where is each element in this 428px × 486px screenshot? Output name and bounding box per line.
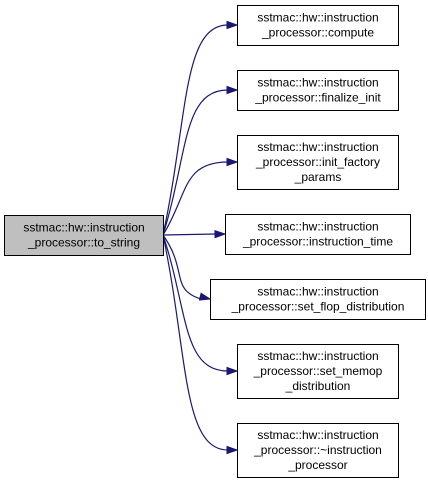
node-callee-6-label-line: sstmac::hw::instruction: [257, 349, 378, 363]
call-edge: [162, 234, 229, 451]
arrowhead: [226, 366, 239, 376]
arrowhead: [226, 20, 239, 30]
function-nodes: sstmac::hw::instruction_processor::to_st…: [4, 5, 426, 478]
node-callee-3-label-line: _params: [294, 170, 342, 184]
arrowhead: [198, 292, 212, 301]
node-callee-7-label-line: sstmac::hw::instruction: [257, 428, 378, 442]
node-callee-6-label-line: _distribution: [285, 379, 351, 393]
call-edges: [162, 20, 239, 455]
arrowhead: [226, 445, 239, 455]
call-edge: [162, 24, 229, 236]
node-callee-3-label-line: sstmac::hw::instruction: [257, 140, 378, 154]
node-to-string-label-line: sstmac::hw::instruction: [23, 221, 144, 235]
node-callee-3-box[interactable]: [237, 135, 399, 190]
node-callee-2-box[interactable]: [237, 70, 399, 111]
node-callee-2-label-line: sstmac::hw::instruction: [257, 76, 378, 90]
node-callee-6[interactable]: sstmac::hw::instruction_processor::set_m…: [237, 344, 399, 399]
node-callee-1[interactable]: sstmac::hw::instruction_processor::compu…: [237, 5, 399, 46]
call-edge: [162, 89, 229, 236]
arrowhead: [226, 85, 239, 95]
node-callee-5-label-line: _processor::set_flop_distribution: [231, 300, 405, 314]
arrowhead: [226, 157, 239, 167]
node-callee-7[interactable]: sstmac::hw::instruction_processor::~inst…: [237, 423, 399, 478]
node-callee-4[interactable]: sstmac::hw::instruction_processor::instr…: [225, 214, 411, 255]
call-edge: [162, 233, 217, 236]
node-callee-2[interactable]: sstmac::hw::instruction_processor::final…: [237, 70, 399, 111]
node-callee-1-box[interactable]: [237, 5, 399, 46]
node-callee-1-label-line: sstmac::hw::instruction: [257, 11, 378, 25]
node-to-string-box[interactable]: [4, 215, 164, 256]
node-callee-7-label-line: _processor::~instruction: [253, 443, 382, 457]
node-callee-4-label-line: _processor::instruction_time: [242, 235, 393, 249]
node-callee-7-box[interactable]: [237, 423, 399, 478]
node-callee-5-label-line: sstmac::hw::instruction: [257, 285, 378, 299]
node-callee-4-label-line: sstmac::hw::instruction: [257, 220, 378, 234]
node-callee-5[interactable]: sstmac::hw::instruction_processor::set_f…: [210, 279, 426, 320]
node-callee-3[interactable]: sstmac::hw::instruction_processor::init_…: [237, 135, 399, 190]
node-callee-2-label-line: _processor::finalize_init: [254, 91, 381, 105]
node-callee-4-box[interactable]: [225, 214, 411, 255]
arrowhead: [214, 229, 227, 239]
call-edge: [162, 234, 229, 372]
node-callee-6-box[interactable]: [237, 344, 399, 399]
node-callee-5-box[interactable]: [210, 279, 426, 320]
node-callee-7-label-line: _processor: [287, 458, 347, 472]
call-edge: [162, 234, 202, 300]
call-edge: [162, 161, 229, 236]
node-to-string[interactable]: sstmac::hw::instruction_processor::to_st…: [4, 215, 164, 256]
node-callee-6-label-line: _processor::set_memop: [253, 364, 383, 378]
node-to-string-label-line: _processor::to_string: [27, 236, 140, 250]
node-callee-1-label-line: _processor::compute: [261, 26, 374, 40]
node-callee-3-label-line: _processor::init_factory: [255, 155, 380, 169]
